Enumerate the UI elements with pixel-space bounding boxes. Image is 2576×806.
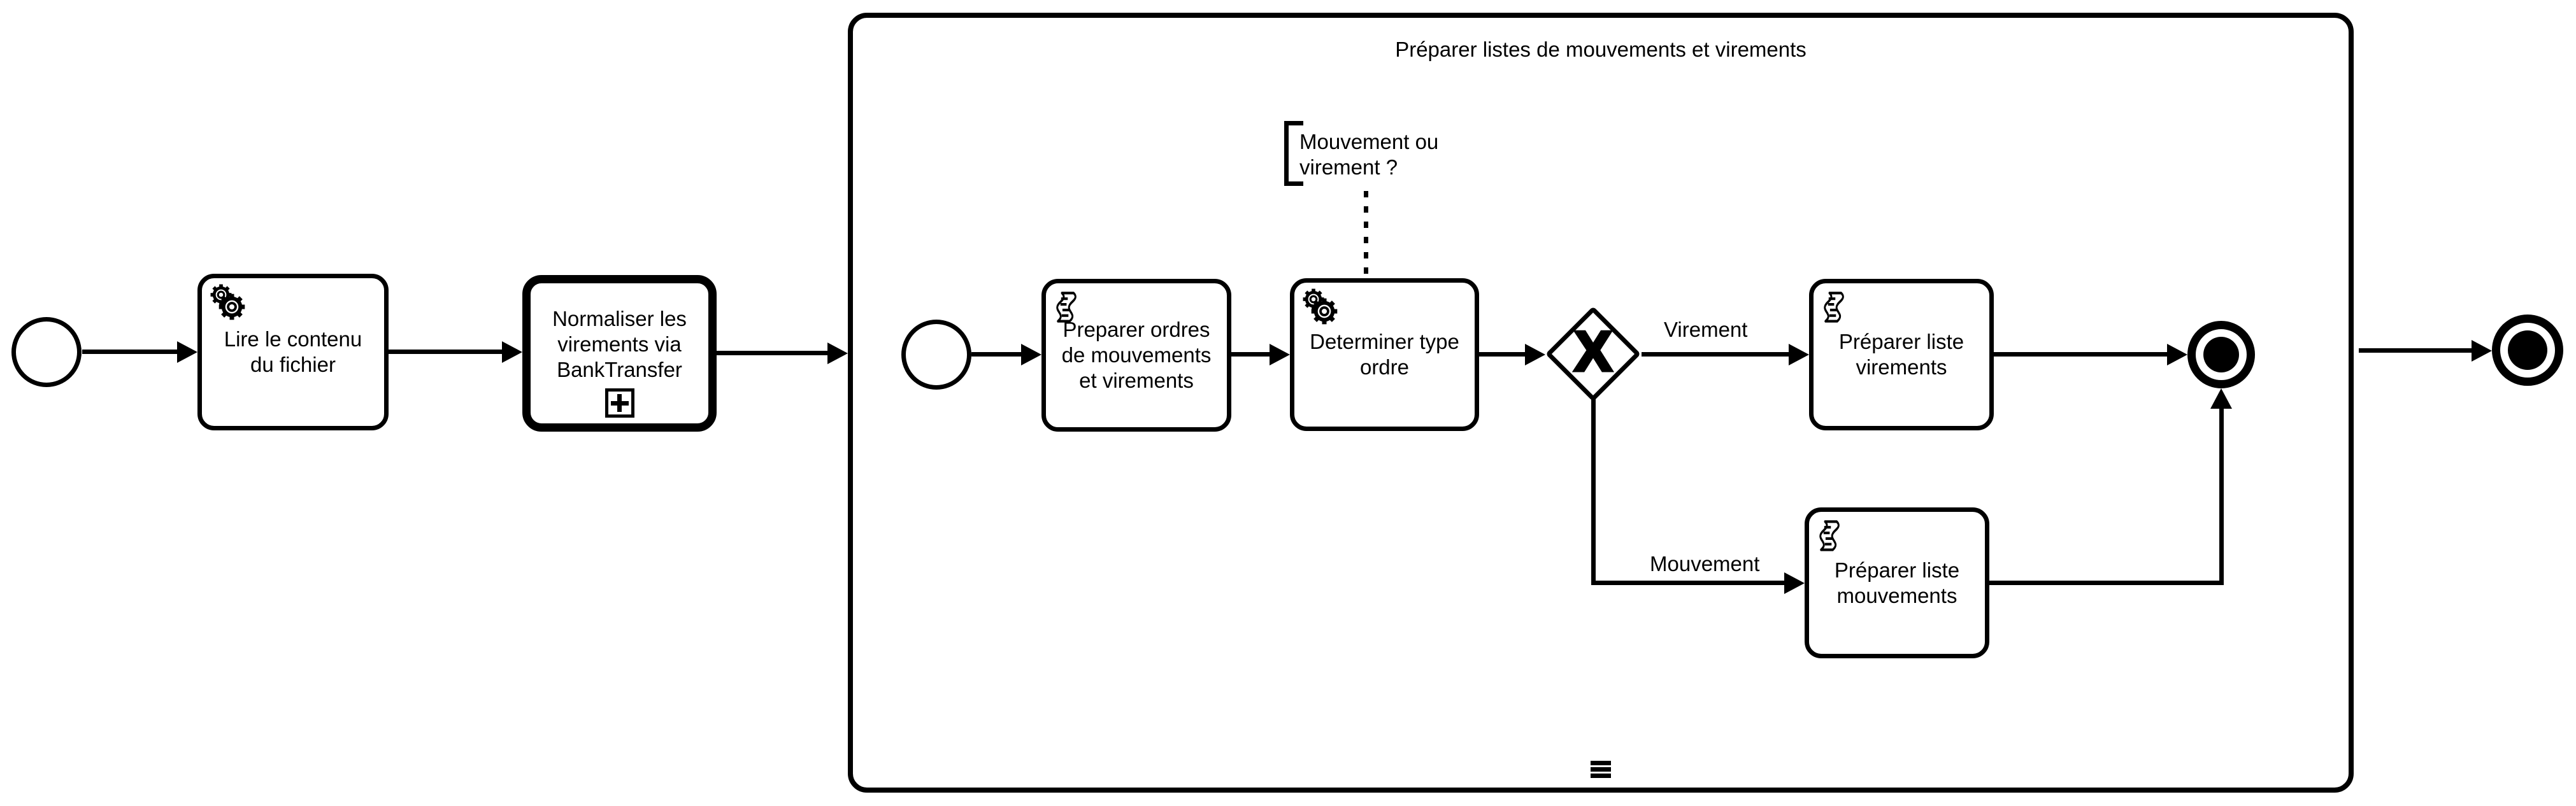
task-prepare-orders[interactable]: Preparer ordres de mouvements et viremen…	[1041, 279, 1231, 432]
task-label: Normaliser les virements via BankTransfe…	[552, 307, 687, 381]
sequence-flow-read-to-normalize[interactable]	[389, 350, 502, 354]
task-determine-type[interactable]: Determiner type ordre	[1290, 278, 1479, 431]
sequence-flow-virement[interactable]	[1642, 352, 1789, 357]
script-icon	[1815, 517, 1845, 558]
xor-gateway-marker-icon: X	[1573, 318, 1614, 385]
sequence-flow-start-to-read[interactable]	[82, 350, 177, 354]
sequence-flow-mouvement[interactable]	[1591, 399, 1596, 585]
text-annotation-bracket	[1284, 121, 1303, 125]
arrowhead-icon	[1021, 344, 1041, 365]
arrowhead-icon	[2167, 344, 2187, 365]
sequence-flow-mouvements-to-end[interactable]	[2219, 406, 2224, 585]
task-prepare-liste-mouvements[interactable]: Préparer liste mouvements	[1805, 507, 1989, 658]
end-event[interactable]	[2492, 315, 2563, 386]
task-label: Préparer liste mouvements	[1834, 558, 1960, 607]
task-read-file[interactable]: Lire le contenu du fichier	[197, 274, 389, 430]
call-activity-normalize[interactable]: Normaliser les virements via BankTransfe…	[522, 275, 717, 432]
task-label: Determiner type ordre	[1310, 330, 1459, 379]
arrowhead-icon	[502, 341, 522, 363]
arrowhead-icon	[177, 341, 197, 363]
sequence-flow-determine-to-gateway[interactable]	[1479, 352, 1525, 357]
sequence-flow-mouvement[interactable]	[1591, 581, 1784, 585]
arrowhead-icon	[2472, 340, 2492, 362]
call-activity-plus-icon	[605, 388, 634, 418]
sequence-flow-mouvements-to-end[interactable]	[1989, 581, 2222, 585]
text-annotation-bracket	[1284, 181, 1303, 186]
task-prepare-liste-virements[interactable]: Préparer liste virements	[1809, 279, 1994, 430]
arrowhead-icon	[1525, 344, 1545, 365]
sequence-flow-orders-to-determine[interactable]	[1231, 352, 1270, 357]
arrowhead-icon	[827, 343, 848, 364]
script-icon	[1820, 288, 1849, 330]
task-label: Preparer ordres de mouvements et viremen…	[1061, 318, 1212, 392]
service-gear-icon	[208, 283, 247, 327]
arrowhead-icon	[1270, 344, 1290, 365]
sequence-flow-virements-to-end[interactable]	[1994, 352, 2167, 357]
subprocess-prepare-lists[interactable]: Préparer listes de mouvements et viremen…	[848, 13, 2354, 793]
flow-label-mouvement: Mouvement	[1650, 552, 1760, 576]
end-event-dot	[2508, 330, 2547, 370]
arrowhead-icon	[1784, 572, 1805, 594]
task-label: Lire le contenu du fichier	[224, 327, 362, 376]
subprocess-start-event[interactable]	[901, 320, 971, 390]
start-event[interactable]	[11, 317, 82, 387]
subprocess-title: Préparer listes de mouvements et viremen…	[1395, 38, 1807, 61]
end-event-dot	[2203, 337, 2239, 372]
arrowhead-icon	[2210, 388, 2232, 409]
service-gear-icon	[1301, 288, 1339, 332]
text-annotation-bracket[interactable]	[1284, 121, 1289, 186]
task-label: Préparer liste virements	[1838, 330, 1964, 379]
sequence-flow-normalize-to-subprocess[interactable]	[717, 351, 827, 355]
flow-label-virement: Virement	[1664, 318, 1748, 341]
association-dotted-line	[1364, 191, 1368, 276]
text-annotation[interactable]: Mouvement ou virement ?	[1299, 130, 1439, 179]
sequential-multi-instance-icon	[1591, 761, 1611, 778]
sequence-flow-substart-to-orders[interactable]	[971, 352, 1021, 357]
script-icon	[1052, 288, 1082, 330]
sequence-flow-subprocess-to-end[interactable]	[2359, 348, 2472, 353]
arrowhead-icon	[1789, 344, 1809, 365]
